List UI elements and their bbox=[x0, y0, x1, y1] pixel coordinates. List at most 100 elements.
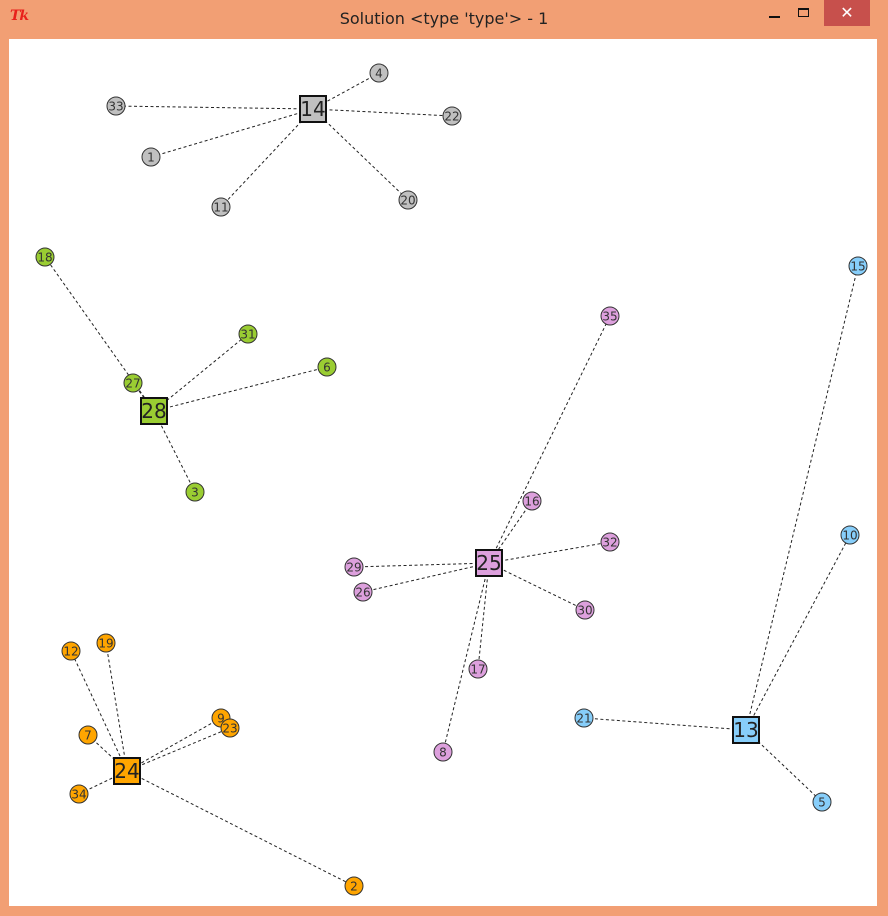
node-29[interactable]: 29 bbox=[344, 557, 364, 577]
hub-label: 25 bbox=[476, 551, 501, 575]
node-6[interactable]: 6 bbox=[317, 357, 337, 377]
node-label: 1 bbox=[147, 151, 155, 165]
hub-square bbox=[475, 549, 503, 577]
edge-13-21 bbox=[583, 717, 747, 731]
hub-label: 24 bbox=[114, 759, 139, 783]
node-34[interactable]: 34 bbox=[69, 784, 89, 804]
node-label: 21 bbox=[576, 712, 591, 726]
node-23[interactable]: 23 bbox=[220, 718, 240, 738]
node-circle bbox=[353, 582, 373, 602]
hub-label: 13 bbox=[733, 718, 758, 742]
hub-node-13[interactable]: 13 bbox=[732, 716, 760, 744]
hub-node-25[interactable]: 25 bbox=[475, 549, 503, 577]
node-22[interactable]: 22 bbox=[442, 106, 462, 126]
hub-node-28[interactable]: 28 bbox=[140, 397, 168, 425]
node-20[interactable]: 20 bbox=[398, 190, 418, 210]
node-3[interactable]: 3 bbox=[185, 482, 205, 502]
node-circle bbox=[575, 600, 595, 620]
node-circle bbox=[812, 792, 832, 812]
node-33[interactable]: 33 bbox=[106, 96, 126, 116]
hub-node-24[interactable]: 24 bbox=[113, 757, 141, 785]
node-circle bbox=[61, 641, 81, 661]
node-label: 30 bbox=[577, 604, 592, 618]
node-35[interactable]: 35 bbox=[600, 306, 620, 326]
hub-square bbox=[732, 716, 760, 744]
node-1[interactable]: 1 bbox=[141, 147, 161, 167]
node-circle bbox=[123, 373, 143, 393]
hub-label: 28 bbox=[141, 399, 166, 423]
node-circle bbox=[600, 532, 620, 552]
node-circle bbox=[96, 633, 116, 653]
node-circle bbox=[317, 357, 337, 377]
node-label: 20 bbox=[400, 194, 415, 208]
node-label: 9 bbox=[217, 712, 225, 726]
node-12[interactable]: 12 bbox=[61, 641, 81, 661]
node-circle bbox=[35, 247, 55, 267]
node-31[interactable]: 31 bbox=[238, 324, 258, 344]
node-circle bbox=[211, 197, 231, 217]
minimize-icon bbox=[769, 16, 780, 18]
node-circle bbox=[344, 557, 364, 577]
node-label: 29 bbox=[346, 561, 361, 575]
edge-13-15 bbox=[745, 265, 859, 731]
node-26[interactable]: 26 bbox=[353, 582, 373, 602]
node-label: 11 bbox=[213, 201, 228, 215]
maximize-icon bbox=[798, 8, 809, 17]
minimize-button[interactable] bbox=[760, 0, 790, 26]
node-label: 33 bbox=[108, 100, 123, 114]
node-circle bbox=[433, 742, 453, 762]
node-10[interactable]: 10 bbox=[840, 525, 860, 545]
node-label: 2 bbox=[350, 880, 358, 894]
node-7[interactable]: 7 bbox=[78, 725, 98, 745]
node-label: 16 bbox=[524, 495, 539, 509]
node-label: 18 bbox=[37, 251, 52, 265]
node-circle bbox=[69, 784, 89, 804]
edge-24-12 bbox=[70, 650, 128, 772]
node-4[interactable]: 4 bbox=[369, 63, 389, 83]
node-label: 17 bbox=[470, 663, 485, 677]
edge-28-18 bbox=[44, 256, 155, 412]
node-label: 4 bbox=[375, 67, 383, 81]
tk-app-icon: Tk bbox=[10, 8, 29, 24]
node-circle bbox=[468, 659, 488, 679]
node-8[interactable]: 8 bbox=[433, 742, 453, 762]
maximize-button[interactable] bbox=[790, 0, 820, 26]
node-32[interactable]: 32 bbox=[600, 532, 620, 552]
edge-25-30 bbox=[488, 562, 586, 611]
node-27[interactable]: 27 bbox=[123, 373, 143, 393]
node-label: 22 bbox=[444, 110, 459, 124]
node-label: 7 bbox=[84, 729, 92, 743]
node-label: 10 bbox=[842, 529, 857, 543]
node-19[interactable]: 19 bbox=[96, 633, 116, 653]
node-circle bbox=[848, 256, 868, 276]
node-label: 12 bbox=[63, 645, 78, 659]
edge-14-11 bbox=[220, 108, 314, 208]
node-21[interactable]: 21 bbox=[574, 708, 594, 728]
node-18[interactable]: 18 bbox=[35, 247, 55, 267]
node-circle bbox=[344, 876, 364, 896]
close-button[interactable]: ✕ bbox=[824, 0, 870, 26]
node-label: 3 bbox=[191, 486, 199, 500]
node-circle bbox=[238, 324, 258, 344]
edge-25-26 bbox=[362, 562, 490, 593]
node-circle bbox=[600, 306, 620, 326]
edge-14-20 bbox=[312, 108, 409, 201]
node-5[interactable]: 5 bbox=[812, 792, 832, 812]
node-17[interactable]: 17 bbox=[468, 659, 488, 679]
hub-node-14[interactable]: 14 bbox=[299, 95, 327, 123]
node-15[interactable]: 15 bbox=[848, 256, 868, 276]
node-label: 23 bbox=[222, 722, 237, 736]
title-bar[interactable]: Tk Solution <type 'type'> - 1 ✕ bbox=[0, 0, 888, 38]
node-2[interactable]: 2 bbox=[344, 876, 364, 896]
node-label: 27 bbox=[125, 377, 140, 391]
node-circle bbox=[220, 718, 240, 738]
node-16[interactable]: 16 bbox=[522, 491, 542, 511]
node-30[interactable]: 30 bbox=[575, 600, 595, 620]
edge-25-32 bbox=[488, 541, 611, 564]
node-label: 32 bbox=[602, 536, 617, 550]
edge-25-17 bbox=[477, 562, 490, 670]
hub-square bbox=[299, 95, 327, 123]
node-11[interactable]: 11 bbox=[211, 197, 231, 217]
